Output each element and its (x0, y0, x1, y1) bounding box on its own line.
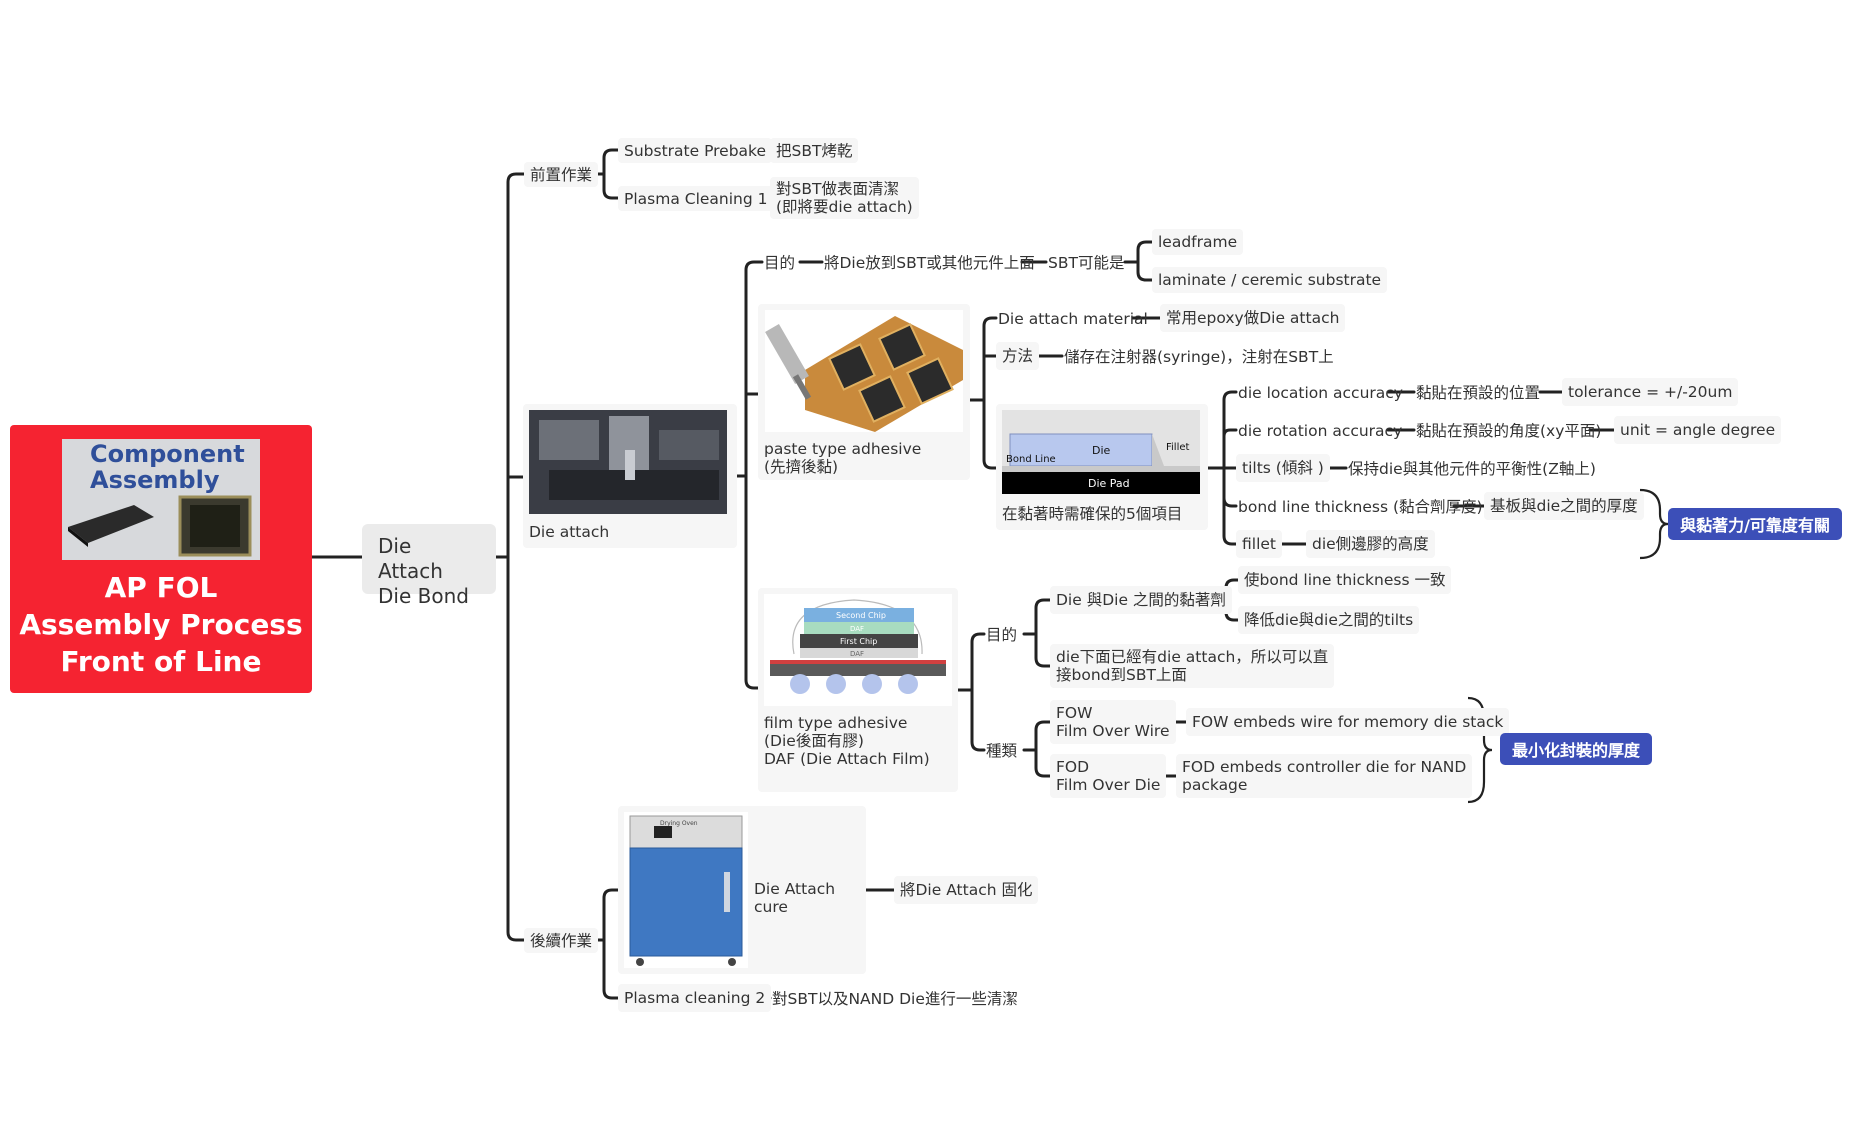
bond-line-diagram: Die Fillet Bond Line Die Pad (1002, 410, 1200, 494)
item-thickness-node[interactable]: bond line thickness (黏合劑厚度) (1238, 497, 1483, 516)
laminate-node[interactable]: laminate / ceremic substrate (1152, 267, 1388, 293)
purpose-desc-node[interactable]: 將Die放到SBT或其他元件上面 (824, 253, 1035, 272)
material-desc-node[interactable]: 常用epoxy做Die attach (1160, 304, 1346, 332)
item-rotation-desc-node[interactable]: 黏貼在預設的角度(xy平面) (1416, 421, 1602, 440)
second-chip-label: Second Chip (836, 611, 886, 620)
item-fillet-desc-node[interactable]: die側邊膠的高度 (1306, 530, 1435, 558)
minimize-thickness-badge[interactable]: 最小化封裝的厚度 (1500, 733, 1652, 765)
item-thickness-desc-node[interactable]: 基板與die之間的厚度 (1484, 492, 1644, 520)
oven-label: Drying Oven (660, 820, 698, 827)
fod-node[interactable]: FOD Film Over Die (1050, 754, 1167, 798)
purpose-node[interactable]: 目的 (764, 253, 796, 272)
item-tilts-node[interactable]: tilts (傾斜 ) (1236, 454, 1330, 482)
film-caption: film type adhesive (Die後面有膠) DAF (Die At… (764, 714, 930, 768)
fow-node[interactable]: FOW Film Over Wire (1050, 700, 1176, 744)
film-types-node[interactable]: 種類 (986, 741, 1018, 760)
plasma-cleaning-2-node[interactable]: Plasma cleaning 2 (618, 984, 772, 1012)
cure-label: Die Attach cure (754, 880, 836, 916)
die-label: Die (1092, 444, 1111, 457)
substrate-prebake-node[interactable]: Substrate Prebake (618, 138, 773, 163)
daf2-label: DAF (850, 650, 864, 658)
item-tilts-desc-node[interactable]: 保持die與其他元件的平衡性(Z軸上) (1348, 459, 1596, 478)
paste-adhesive-image (765, 310, 963, 432)
die-attach-main-node[interactable]: Die Attach Die Bond (362, 524, 496, 608)
prebake-desc-node[interactable]: 把SBT烤乾 (770, 138, 859, 163)
post-process-node[interactable]: 後續作業 (524, 928, 599, 953)
chip-illustration (68, 495, 252, 557)
paste-type-adhesive-node[interactable]: paste type adhesive (先擠後黏) (758, 304, 970, 480)
method-desc-node[interactable]: 儲存在注射器(syringe)，注射在SBT上 (1064, 347, 1334, 366)
direct-bond-node[interactable]: die下面已經有die attach，所以可以直 接bond到SBT上面 (1050, 644, 1335, 688)
component-assembly-image: Component Assembly (62, 439, 260, 560)
film-type-adhesive-node[interactable]: Second Chip DAF First Chip DAF film type… (758, 588, 958, 792)
fod-desc-node[interactable]: FOD embeds controller die for NAND packa… (1176, 754, 1473, 798)
item-rotation-node[interactable]: die rotation accuracy (1238, 421, 1403, 440)
die-attach-node[interactable]: Die attach (523, 404, 737, 548)
method-node[interactable]: 方法 (996, 342, 1040, 370)
item-location-desc-node[interactable]: 黏貼在預設的位置 (1416, 383, 1541, 402)
root-node[interactable]: Component Assembly AP FOL Assembly Proce… (10, 425, 312, 693)
die-attach-material-node[interactable]: Die attach material (998, 309, 1148, 328)
drying-oven-image: Drying Oven (624, 812, 748, 968)
five-items-caption: 在黏著時需確保的5個項目 (1002, 505, 1183, 523)
bond-line-label: Bond Line (1006, 454, 1056, 465)
consistent-thickness-node[interactable]: 使bond line thickness 一致 (1238, 566, 1452, 594)
leadframe-node[interactable]: leadframe (1152, 229, 1244, 255)
reduce-tilts-node[interactable]: 降低die與die之間的tilts (1238, 606, 1420, 634)
first-chip-label: First Chip (840, 637, 877, 646)
die-attach-cure-node[interactable]: Drying Oven Die Attach cure (618, 806, 866, 974)
adhesion-reliability-badge[interactable]: 與黏著力/可靠度有關 (1668, 508, 1842, 540)
item-location-extra-node[interactable]: tolerance = +/-20um (1562, 378, 1739, 406)
five-items-node[interactable]: Die Fillet Bond Line Die Pad 在黏著時需確保的5個項… (996, 404, 1208, 530)
item-location-node[interactable]: die location accuracy (1238, 383, 1403, 402)
daf1-label: DAF (850, 625, 864, 633)
paste-caption: paste type adhesive (先擠後黏) (764, 440, 922, 476)
daf-stack-diagram: Second Chip DAF First Chip DAF (764, 594, 952, 706)
plasma-cleaning-1-node[interactable]: Plasma Cleaning 1 (618, 186, 774, 211)
die-attach-machine-image (529, 410, 727, 514)
sbt-may-be-node[interactable]: SBT可能是 (1048, 253, 1125, 272)
fillet-label: Fillet (1166, 442, 1190, 453)
pre-process-node[interactable]: 前置作業 (524, 162, 599, 187)
cure-desc-node[interactable]: 將Die Attach 固化 (894, 876, 1039, 904)
die-attach-caption: Die attach (529, 523, 610, 541)
item-rotation-extra-node[interactable]: unit = angle degree (1614, 416, 1782, 444)
die-pad-label: Die Pad (1088, 477, 1130, 490)
fow-desc-node[interactable]: FOW embeds wire for memory die stack (1186, 708, 1510, 736)
logo-text: Component Assembly (90, 440, 245, 494)
root-title: AP FOL Assembly Process Front of Line (19, 571, 303, 678)
plasma2-desc-node[interactable]: 對SBT以及NAND Die進行一些清潔 (772, 989, 1018, 1008)
item-fillet-node[interactable]: fillet (1236, 530, 1282, 558)
die-to-die-node[interactable]: Die 與Die 之間的黏著劑 (1050, 586, 1232, 614)
film-purpose-node[interactable]: 目的 (986, 625, 1018, 644)
plasma1-desc-node[interactable]: 對SBT做表面清潔 (即將要die attach) (770, 177, 919, 219)
